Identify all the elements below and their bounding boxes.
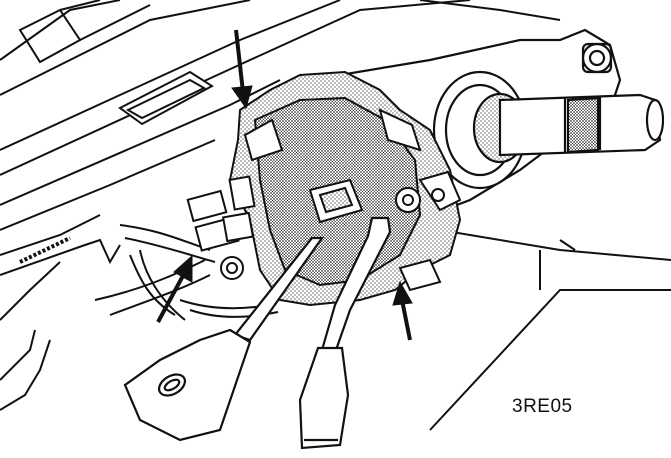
dashboard-panel (0, 0, 471, 411)
callout-arrow-left (156, 254, 193, 323)
figure-code-label: 3RE05 (512, 396, 573, 417)
callout-arrow-right (392, 280, 413, 341)
left-stalk-lever (123, 236, 325, 442)
wiring-harness (94, 175, 279, 321)
callout-arrow-top (231, 29, 253, 110)
callout-arrows (156, 29, 413, 341)
background-panel-lines (359, 0, 671, 431)
right-stalk-lever (298, 216, 392, 450)
